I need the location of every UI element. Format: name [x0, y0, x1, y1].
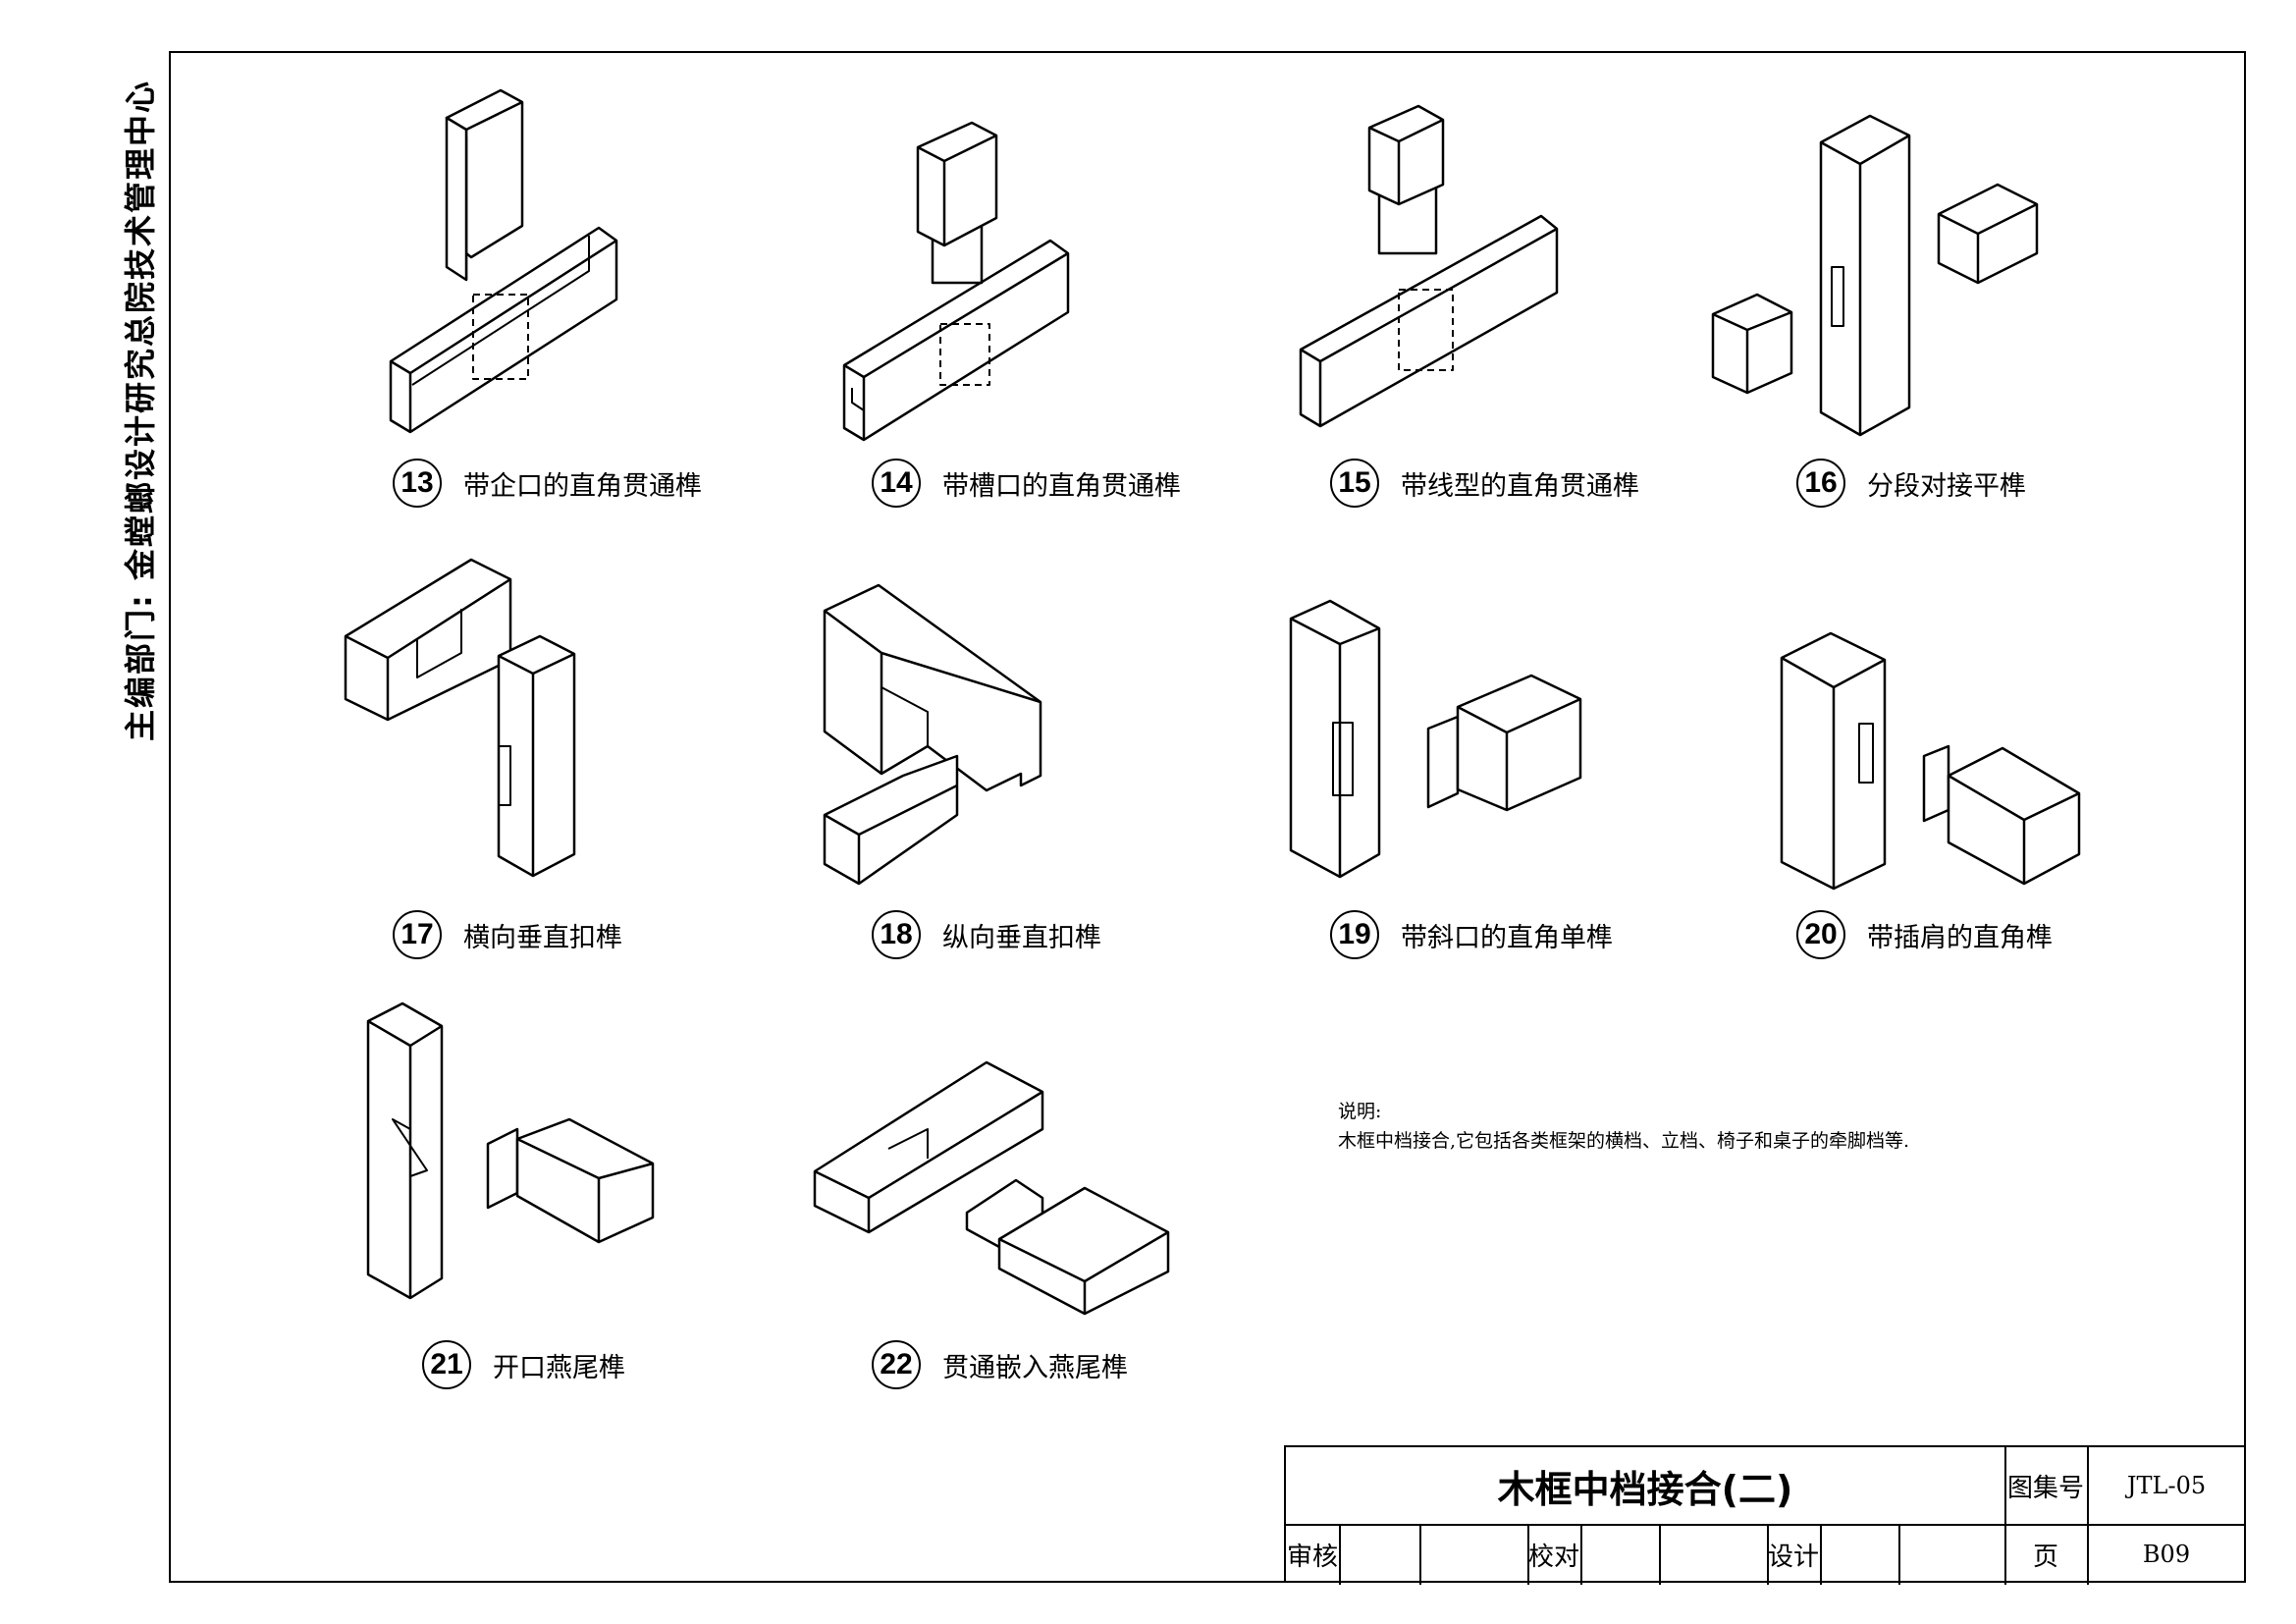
joint-17-caption: 17 横向垂直扣榫: [393, 910, 622, 959]
joint-number-badge: 13: [393, 459, 442, 508]
joint-number-badge: 17: [393, 910, 442, 959]
joint-20-caption: 20 带插肩的直角榫: [1796, 910, 2053, 959]
joint-name: 带斜口的直角单榫: [1401, 922, 1613, 953]
note-title: 说明:: [1338, 1101, 1382, 1122]
title-block: 木框中档接合(二) 图集号 JTL-05 审核 校对 设计 页 B09: [1284, 1445, 2246, 1585]
joint-16-illustration: [1711, 114, 2039, 437]
joint-name: 带槽口的直角贯通榫: [942, 470, 1181, 502]
title-block-divider: [1580, 1524, 1582, 1585]
joint-13-caption: 13 带企口的直角贯通榫: [393, 459, 702, 508]
page-number-value: B09: [2142, 1541, 2191, 1568]
sheet-title: 木框中档接合(二): [1497, 1467, 1793, 1511]
joint-13-illustration: [389, 88, 618, 434]
title-block-divider: [2087, 1447, 2089, 1585]
joint-name: 开口燕尾榫: [493, 1352, 625, 1383]
note-text: 木框中档接合,它包括各类框架的横档、立档、椅子和桌子的牵脚档等.: [1338, 1130, 1910, 1152]
joint-name: 横向垂直扣榫: [463, 922, 622, 953]
joint-21-caption: 21 开口燕尾榫: [422, 1340, 625, 1389]
design-label: 设计: [1767, 1542, 1819, 1572]
drawing-frame: [169, 51, 2246, 1583]
joint-16-caption: 16 分段对接平榫: [1796, 459, 2026, 508]
joint-number-badge: 14: [872, 459, 921, 508]
joint-number-badge: 18: [872, 910, 921, 959]
joint-21-illustration: [366, 1001, 655, 1300]
joint-15-illustration: [1299, 104, 1559, 428]
joint-19-caption: 19 带斜口的直角单榫: [1330, 910, 1613, 959]
joint-number-badge: 20: [1796, 910, 1845, 959]
title-block-divider: [1527, 1524, 1529, 1585]
joint-number-badge: 22: [872, 1340, 921, 1389]
joint-number-badge: 19: [1330, 910, 1379, 959]
joint-name: 纵向垂直扣榫: [942, 922, 1101, 953]
joint-18-caption: 18 纵向垂直扣榫: [872, 910, 1101, 959]
joint-18-illustration: [823, 583, 1042, 886]
title-block-divider: [1898, 1524, 1900, 1585]
joint-name: 带线型的直角贯通榫: [1401, 470, 1639, 502]
title-block-divider: [1767, 1524, 1769, 1585]
joint-20-illustration: [1780, 631, 2081, 891]
title-block-divider: [1419, 1524, 1421, 1585]
joint-14-illustration: [842, 121, 1070, 442]
joint-15-caption: 15 带线型的直角贯通榫: [1330, 459, 1639, 508]
title-block-divider: [2004, 1447, 2006, 1585]
page-label: 页: [2032, 1542, 2058, 1572]
title-block-divider: [1286, 1524, 2246, 1526]
joint-number-badge: 15: [1330, 459, 1379, 508]
joint-name: 带企口的直角贯通榫: [463, 470, 702, 502]
joint-22-illustration: [813, 1060, 1170, 1316]
explanation-note: 说明: 木框中档接合,它包括各类框架的横档、立档、椅子和桌子的牵脚档等.: [1338, 1097, 1909, 1156]
title-block-divider: [1339, 1524, 1341, 1585]
joint-name: 贯通嵌入燕尾榫: [942, 1352, 1128, 1383]
title-block-divider: [1820, 1524, 1822, 1585]
atlas-number-label: 图集号: [2006, 1473, 2084, 1503]
joint-14-caption: 14 带槽口的直角贯通榫: [872, 459, 1181, 508]
joint-19-illustration: [1289, 599, 1582, 879]
joint-number-badge: 16: [1796, 459, 1845, 508]
joint-name: 分段对接平榫: [1867, 470, 2026, 502]
joint-17-illustration: [344, 558, 576, 878]
check-label: 校对: [1527, 1542, 1579, 1572]
atlas-number-value: JTL-05: [2126, 1472, 2207, 1499]
title-block-divider: [1659, 1524, 1661, 1585]
joint-name: 带插肩的直角榫: [1867, 922, 2053, 953]
review-label: 审核: [1286, 1542, 1338, 1572]
joint-22-caption: 22 贯通嵌入燕尾榫: [872, 1340, 1128, 1389]
joint-number-badge: 21: [422, 1340, 471, 1389]
